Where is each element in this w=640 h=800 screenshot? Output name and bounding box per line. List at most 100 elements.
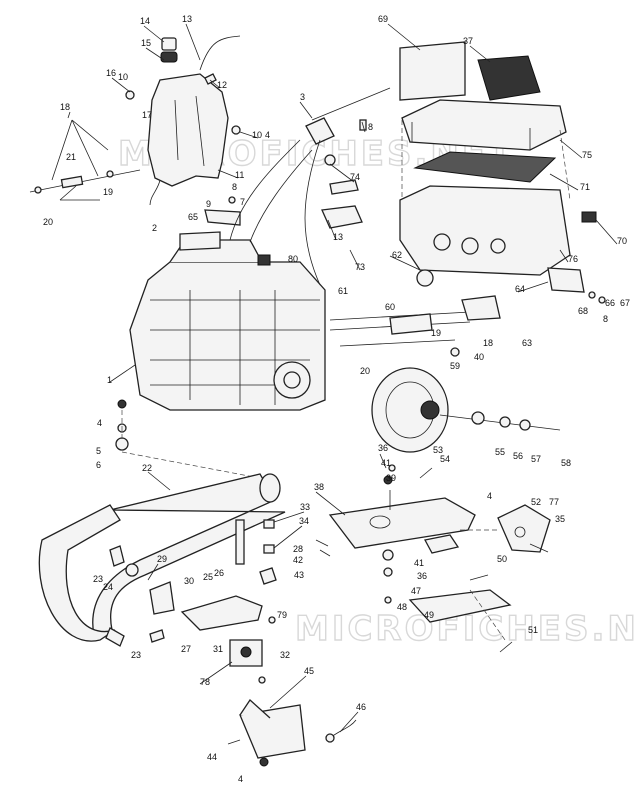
vent-hose <box>199 35 241 71</box>
callout-65: 65 <box>188 212 198 222</box>
callout-34: 34 <box>299 516 309 526</box>
callout-55: 55 <box>495 447 505 457</box>
callout-25: 25 <box>203 572 213 582</box>
lower-plate <box>384 574 513 653</box>
callout-10: 10 <box>252 130 262 140</box>
oil-tank-assembly <box>29 35 241 226</box>
callout-46: 46 <box>356 702 366 712</box>
callout-24: 24 <box>103 582 113 592</box>
callout-30: 30 <box>184 576 194 586</box>
right-bracket <box>460 504 551 553</box>
callout-60: 60 <box>385 302 395 312</box>
callout-42: 42 <box>293 555 303 565</box>
callout-62: 62 <box>392 250 402 260</box>
callout-4: 4 <box>265 130 270 140</box>
air-silencer-37 <box>477 55 541 101</box>
leader-lines <box>67 23 618 733</box>
air-box-base-76 <box>399 185 571 276</box>
callout-13: 13 <box>182 14 192 24</box>
callout-21: 21 <box>66 152 76 162</box>
callout-58: 58 <box>561 458 571 468</box>
callout-69: 69 <box>378 14 388 24</box>
callout-18: 18 <box>60 102 70 112</box>
callout-53: 53 <box>433 445 443 455</box>
callout-13: 13 <box>333 232 343 242</box>
callout-16: 16 <box>106 68 116 78</box>
callout-44: 44 <box>207 752 217 762</box>
engine-block <box>129 139 326 411</box>
callout-31: 31 <box>213 644 223 654</box>
tailpipe-stud <box>235 519 245 565</box>
callout-57: 57 <box>531 454 541 464</box>
callout-23: 23 <box>93 574 103 584</box>
callout-8: 8 <box>368 122 373 132</box>
callout-51: 51 <box>528 625 538 635</box>
grommet-62 <box>416 269 434 287</box>
callout-1: 1 <box>107 375 112 385</box>
callout-26: 26 <box>214 568 224 578</box>
callout-4: 4 <box>238 774 243 784</box>
callout-10: 10 <box>118 72 128 82</box>
callout-35: 35 <box>555 514 565 524</box>
callout-59: 59 <box>450 361 460 371</box>
callout-20: 20 <box>360 366 370 376</box>
callout-4: 4 <box>487 491 492 501</box>
callout-40: 40 <box>474 352 484 362</box>
callout-19: 19 <box>431 328 441 338</box>
callout-29: 29 <box>157 554 167 564</box>
callout-23: 23 <box>131 650 141 660</box>
engine-mount-hardware <box>115 399 271 481</box>
callout-5: 5 <box>96 446 101 456</box>
callout-15: 15 <box>141 38 151 48</box>
callout-79: 79 <box>277 610 287 620</box>
callout-8: 8 <box>603 314 608 324</box>
callout-27: 27 <box>181 644 191 654</box>
callout-63: 63 <box>522 338 532 348</box>
mount-plate <box>328 464 476 577</box>
air-box-lid-75 <box>401 99 567 151</box>
callout-7: 7 <box>240 197 245 207</box>
callout-67: 67 <box>620 298 630 308</box>
callout-19: 19 <box>103 187 113 197</box>
clip-70 <box>581 211 597 223</box>
callout-54: 54 <box>440 454 450 464</box>
callout-52: 52 <box>531 497 541 507</box>
callout-41: 41 <box>414 558 424 568</box>
callout-45: 45 <box>304 666 314 676</box>
callout-3: 3 <box>300 92 305 102</box>
callout-8: 8 <box>232 182 237 192</box>
callout-6: 6 <box>96 460 101 470</box>
callout-37: 37 <box>463 36 473 46</box>
callout-4: 4 <box>97 418 102 428</box>
callout-20: 20 <box>43 217 53 227</box>
callout-74: 74 <box>350 172 360 182</box>
callout-18: 18 <box>483 338 493 348</box>
callout-41: 41 <box>381 458 391 468</box>
callout-28: 28 <box>293 544 303 554</box>
callout-73: 73 <box>355 262 365 272</box>
callout-12: 12 <box>217 80 227 90</box>
recoil-starter <box>371 367 561 453</box>
callout-33: 33 <box>300 502 310 512</box>
callout-38: 38 <box>314 482 324 492</box>
callout-2: 2 <box>152 223 157 233</box>
air-box-assembly <box>399 41 606 304</box>
callout-36: 36 <box>417 571 427 581</box>
tank-cap <box>160 51 178 63</box>
tank-cap-top <box>161 37 177 51</box>
callout-48: 48 <box>397 602 407 612</box>
callout-75: 75 <box>582 150 592 160</box>
throttle-cable <box>304 87 391 286</box>
filter-71 <box>413 151 557 183</box>
callout-36: 36 <box>378 443 388 453</box>
callout-78: 78 <box>200 677 210 687</box>
callout-9: 9 <box>206 199 211 209</box>
callout-22: 22 <box>142 463 152 473</box>
cable <box>229 139 313 243</box>
callout-76: 76 <box>568 254 578 264</box>
callout-14: 14 <box>140 16 150 26</box>
callout-56: 56 <box>513 451 523 461</box>
callout-49: 49 <box>424 610 434 620</box>
